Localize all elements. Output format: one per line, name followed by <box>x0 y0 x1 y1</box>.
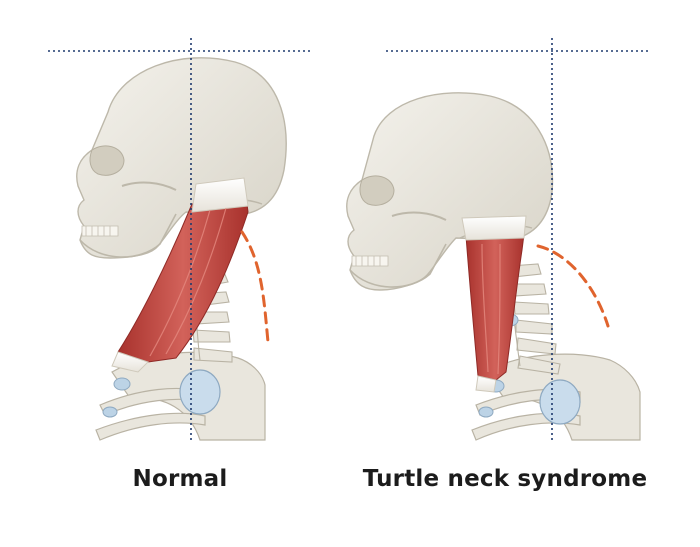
normal-curve-marker <box>240 230 270 344</box>
turtle-rib-cartilage-2 <box>478 406 494 418</box>
turtle-curve-marker <box>536 244 610 328</box>
normal-rib-cartilage-1 <box>113 377 131 391</box>
normal-rib-cartilage-2 <box>102 406 118 418</box>
turtle-skull <box>346 92 554 291</box>
normal-shoulder-joint <box>179 369 221 415</box>
normal-neck-muscle <box>111 177 249 373</box>
normal-figure <box>48 38 312 441</box>
turtle-neck-muscle <box>461 215 527 393</box>
caption-turtle-neck-syndrome: Turtle neck syndrome <box>362 466 648 492</box>
turtle-figure <box>346 38 650 441</box>
turtle-shoulder-joint <box>539 379 581 425</box>
caption-normal: Normal <box>132 466 228 492</box>
